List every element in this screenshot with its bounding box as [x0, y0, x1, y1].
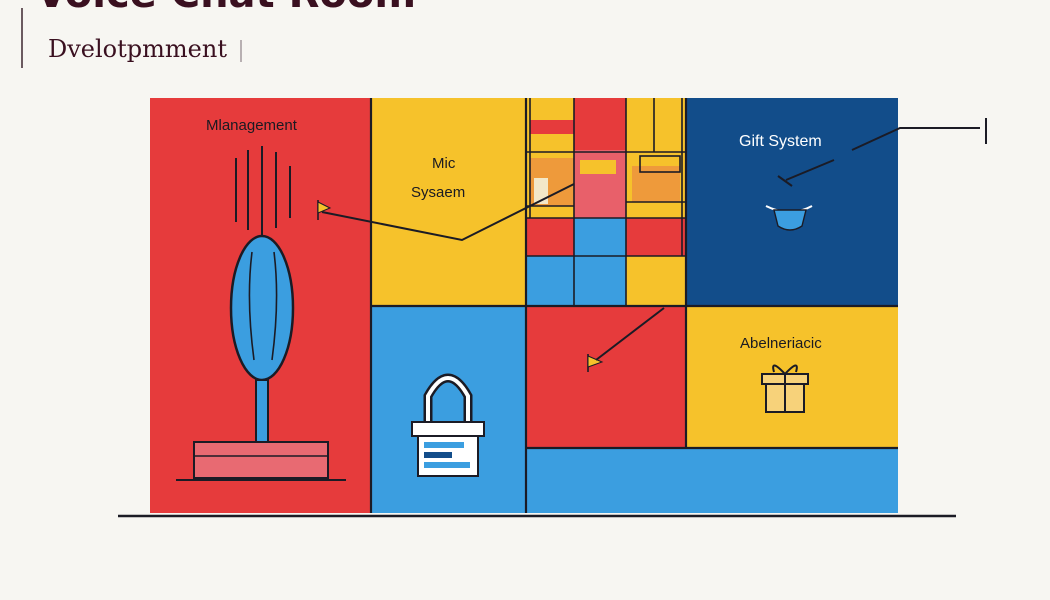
connector-lines: [321, 118, 987, 361]
panel-bottom-strip: [526, 448, 898, 513]
mosaic-cell: [626, 218, 686, 256]
panel-gift-system: [686, 98, 898, 306]
center-mosaic: [526, 98, 686, 306]
mosaic-cell: [526, 218, 574, 256]
label-gift-system: Gift System: [739, 133, 822, 150]
label-mic: Mic: [432, 155, 456, 172]
label-mic-system: Sysaem: [411, 184, 466, 201]
mosaic-cell: [526, 256, 574, 306]
flag-icon: [317, 200, 332, 220]
panel-center-red: [526, 306, 686, 448]
title-rule: [21, 8, 23, 68]
mosaic-cell: [530, 120, 574, 134]
mosaic-gift-box: [639, 155, 681, 173]
panel-mic-system: [371, 98, 526, 306]
page-title: Voice Chat Room: [36, 0, 416, 14]
lamp-icon: [765, 205, 813, 231]
mosaic-cell: [654, 98, 686, 152]
mosaic-cell: [534, 178, 548, 204]
label-management: Mlanagement: [206, 117, 297, 134]
page-subtitle: Dvelotpmment: [48, 35, 227, 63]
panel-lock: [371, 306, 526, 513]
flag-icon: [587, 354, 604, 372]
mosaic-cell: [626, 98, 654, 152]
label-abelneriacic: Abelneriacic: [740, 335, 822, 352]
panel-borders: [369, 98, 898, 513]
lock-icon: [411, 373, 485, 477]
mosaic-cell: [580, 160, 616, 174]
mosaic-cell: [626, 256, 686, 306]
gift-icon: [761, 364, 809, 413]
subtitle-rule: [240, 40, 242, 62]
microphone-icon: [176, 146, 346, 481]
mosaic-cell: [574, 98, 626, 150]
